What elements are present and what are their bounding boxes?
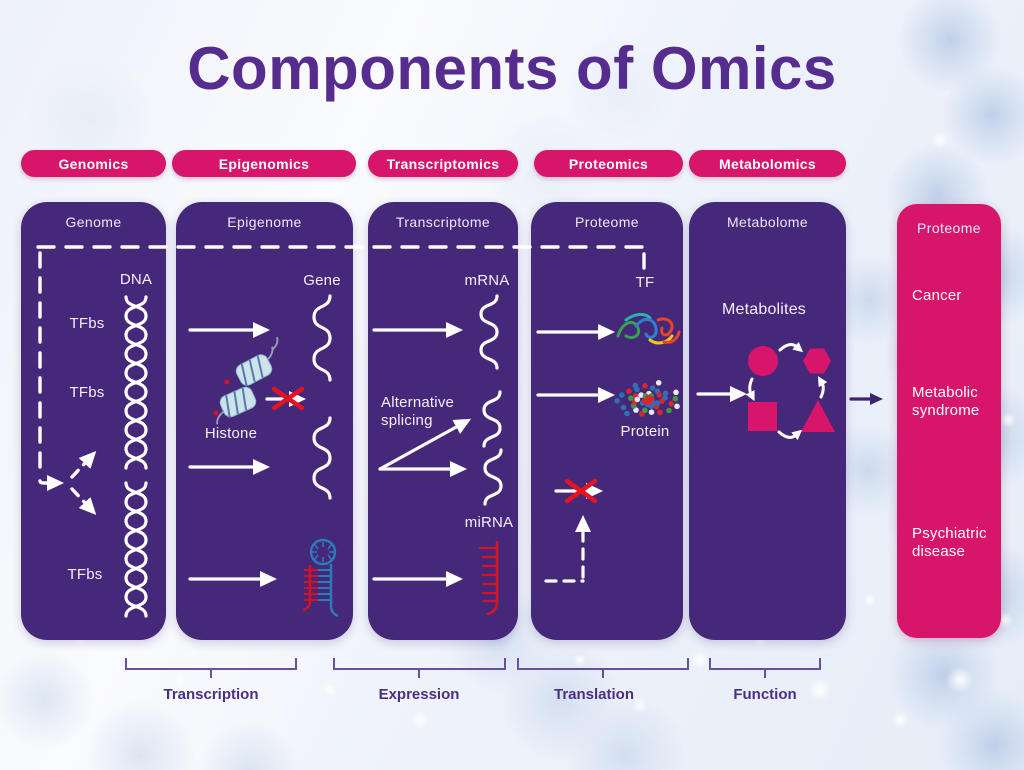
tfbs-label: TFbs xyxy=(67,566,103,583)
protein-label: Protein xyxy=(620,423,670,440)
process-label-translation: Translation xyxy=(553,686,635,703)
header-metabolome: Metabolome xyxy=(726,214,809,230)
tf-label: TF xyxy=(635,274,655,291)
histone-label: Histone xyxy=(204,425,258,442)
outcome-item-metabolic-syndrome: Metabolic syndrome xyxy=(912,384,980,420)
tfbs-label: TFbs xyxy=(69,315,105,332)
mrna-label: mRNA xyxy=(464,272,510,289)
process-brackets xyxy=(125,658,821,678)
page-title: Components of Omics xyxy=(187,35,837,102)
pill-genomics: Genomics xyxy=(21,150,166,177)
gene-label: Gene xyxy=(303,272,341,289)
pill-proteomics: Proteomics xyxy=(534,150,683,177)
pill-metabolomics: Metabolomics xyxy=(689,150,846,177)
header-outcome-proteome: Proteome xyxy=(917,220,981,236)
pill-transcriptomics: Transcriptomics xyxy=(368,150,518,177)
tfbs-label: TFbs xyxy=(69,384,105,401)
header-transcriptome: Transcriptome xyxy=(395,214,491,230)
process-label-transcription: Transcription xyxy=(163,686,259,703)
header-proteome: Proteome xyxy=(575,214,639,230)
process-label-expression: Expression xyxy=(378,686,460,703)
process-label-function: Function xyxy=(733,686,797,703)
metabolites-label: Metabolites xyxy=(721,301,807,318)
outcome-panel xyxy=(897,204,1001,638)
mirna-label: miRNA xyxy=(464,514,514,531)
column-proteome xyxy=(531,202,683,640)
dna-label: DNA xyxy=(119,271,153,288)
alternative-splicing-label: Alternative splicing xyxy=(381,394,455,430)
column-metabolome xyxy=(689,202,846,640)
column-epigenome xyxy=(176,202,353,640)
outcome-item-cancer: Cancer xyxy=(912,287,962,304)
outcome-item-psychiatric-disease: Psychiatric disease xyxy=(912,525,987,561)
header-epigenome: Epigenome xyxy=(227,214,302,230)
header-genome: Genome xyxy=(65,214,122,230)
pill-epigenomics: Epigenomics xyxy=(172,150,356,177)
